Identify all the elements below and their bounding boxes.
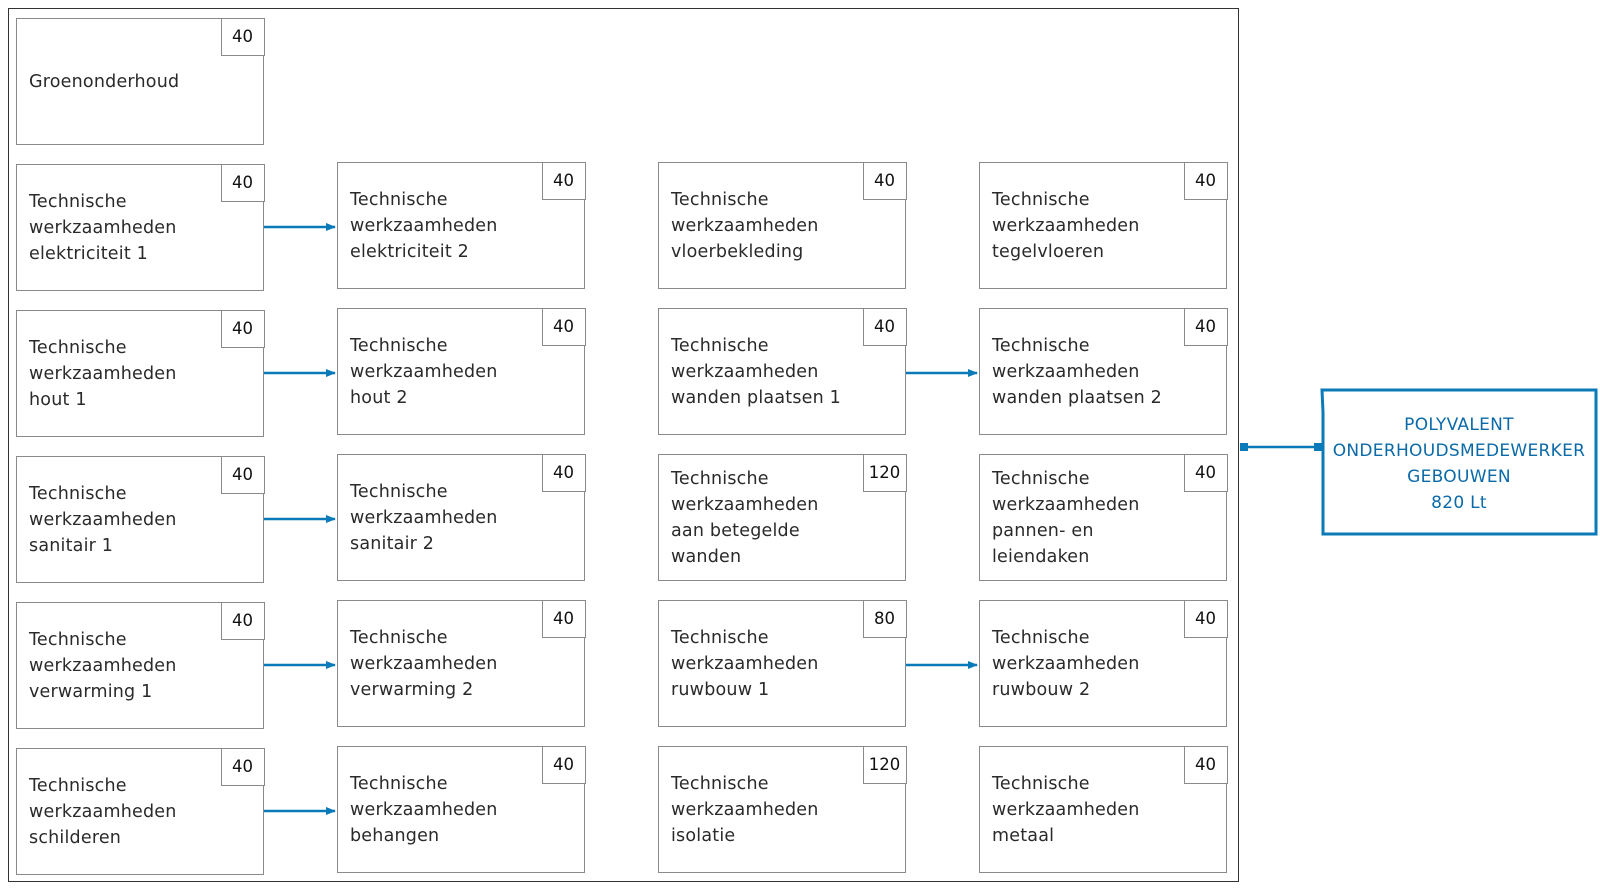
target-line-4: 820 Lt (1431, 493, 1487, 513)
module-behangen: Technische werkzaamheden behangen 40 (337, 745, 586, 873)
module-vloerbekleding: Technische werkzaamheden vloerbekleding … (658, 161, 907, 289)
module-title: Technische werkzaamheden ruwbouw 1 (671, 627, 819, 700)
target-qualification: POLYVALENT ONDERHOUDSMEDEWERKER GEBOUWEN… (1290, 388, 1598, 537)
module-title: Technische werkzaamheden isolatie (671, 773, 819, 846)
module-title: Technische werkzaamheden tegelvloeren (992, 189, 1140, 262)
module-credits: 40 (1183, 453, 1228, 492)
module-sanitair-1: Technische werkzaamheden sanitair 1 40 (16, 455, 265, 583)
module-title: Technische werkzaamheden vloerbekleding (671, 189, 819, 262)
module-credits: 40 (1183, 745, 1228, 784)
module-wanden-plaatsen-2: Technische werkzaamheden wanden plaatsen… (979, 307, 1228, 435)
module-ruwbouw-1: Technische werkzaamheden ruwbouw 1 80 (658, 599, 907, 727)
module-hout-1: Technische werkzaamheden hout 1 40 (16, 309, 265, 437)
target-line-3: GEBOUWEN (1407, 467, 1511, 487)
module-credits: 40 (541, 599, 586, 638)
module-wanden-plaatsen-1: Technische werkzaamheden wanden plaatsen… (658, 307, 907, 435)
module-title: Technische werkzaamheden verwarming 2 (350, 627, 498, 700)
module-credits: 40 (220, 309, 265, 348)
module-title: Technische werkzaamheden sanitair 1 (29, 483, 177, 556)
modules-frame (8, 8, 1239, 882)
target-label: POLYVALENT ONDERHOUDSMEDEWERKER GEBOUWEN… (1320, 412, 1598, 516)
module-title: Technische werkzaamheden behangen (350, 773, 498, 846)
module-credits: 40 (862, 161, 907, 200)
module-credits: 40 (1183, 161, 1228, 200)
module-credits: 80 (862, 599, 907, 638)
module-credits: 40 (541, 161, 586, 200)
module-sanitair-2: Technische werkzaamheden sanitair 2 40 (337, 453, 586, 581)
module-pannen-leiendaken: Technische werkzaamheden pannen- en leie… (979, 453, 1228, 581)
module-title: Technische werkzaamheden elektriciteit 2 (350, 189, 498, 262)
module-credits: 40 (220, 17, 265, 56)
module-credits: 40 (541, 745, 586, 784)
module-credits: 40 (220, 601, 265, 640)
module-title: Technische werkzaamheden wanden plaatsen… (671, 335, 842, 408)
module-credits: 40 (541, 307, 586, 346)
module-betegelde-wanden: Technische werkzaamheden aan betegelde w… (658, 453, 907, 581)
module-elektriciteit-2: Technische werkzaamheden elektriciteit 2… (337, 161, 586, 289)
module-title: Technische werkzaamheden verwarming 1 (29, 629, 177, 702)
module-credits: 40 (541, 453, 586, 492)
module-title: Technische werkzaamheden sanitair 2 (350, 481, 498, 554)
module-title: Technische werkzaamheden hout 2 (350, 335, 498, 408)
module-credits: 120 (862, 453, 907, 492)
module-verwarming-1: Technische werkzaamheden verwarming 1 40 (16, 601, 265, 729)
module-credits: 40 (1183, 599, 1228, 638)
connector-start-node (1240, 443, 1248, 451)
module-title: Technische werkzaamheden pannen- en leie… (992, 468, 1140, 567)
module-isolatie: Technische werkzaamheden isolatie 120 (658, 745, 907, 873)
module-metaal: Technische werkzaamheden metaal 40 (979, 745, 1228, 873)
module-credits: 40 (220, 163, 265, 202)
module-credits: 40 (862, 307, 907, 346)
module-title: Technische werkzaamheden wanden plaatsen… (992, 335, 1163, 408)
target-shape (1320, 388, 1598, 536)
module-credits: 40 (1183, 307, 1228, 346)
module-title: Technische werkzaamheden aan betegelde w… (671, 468, 819, 567)
module-credits: 40 (220, 455, 265, 494)
module-title: Technische werkzaamheden schilderen (29, 775, 177, 848)
target-line-1: POLYVALENT (1404, 415, 1514, 435)
module-groenonderhoud: Groenonderhoud 40 (16, 17, 265, 145)
module-verwarming-2: Technische werkzaamheden verwarming 2 40 (337, 599, 586, 727)
module-hout-2: Technische werkzaamheden hout 2 40 (337, 307, 586, 435)
module-tegelvloeren: Technische werkzaamheden tegelvloeren 40 (979, 161, 1228, 289)
target-line-2: ONDERHOUDSMEDEWERKER (1332, 441, 1586, 461)
module-ruwbouw-2: Technische werkzaamheden ruwbouw 2 40 (979, 599, 1228, 727)
module-title: Technische werkzaamheden elektriciteit 1 (29, 191, 177, 264)
module-credits: 40 (220, 747, 265, 786)
module-title: Technische werkzaamheden hout 1 (29, 337, 177, 410)
module-title: Groenonderhoud (29, 71, 180, 92)
module-credits: 120 (862, 745, 907, 784)
module-elektriciteit-1: Technische werkzaamheden elektriciteit 1… (16, 163, 265, 291)
module-title: Technische werkzaamheden metaal (992, 773, 1140, 846)
module-schilderen: Technische werkzaamheden schilderen 40 (16, 747, 265, 875)
module-title: Technische werkzaamheden ruwbouw 2 (992, 627, 1140, 700)
